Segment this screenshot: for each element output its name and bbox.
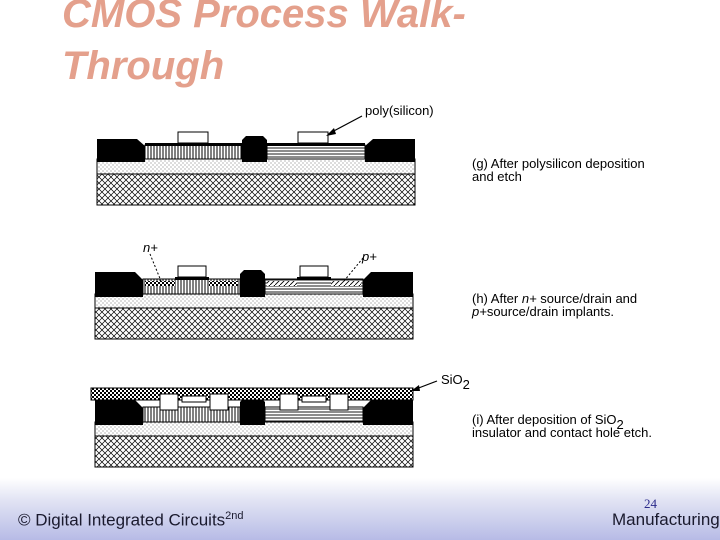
footer-copyright: © Digital Integrated Circuits2nd: [18, 510, 244, 530]
n-plus-label: n+: [143, 240, 158, 255]
p-plus-label: p+: [361, 249, 377, 264]
caption-i-line-1: (i) After deposition of SiO2: [472, 412, 624, 432]
panel-g-cross-section: [96, 131, 416, 206]
footer-band: © Digital Integrated Circuits2nd 24 Manu…: [0, 478, 720, 540]
n-plus-leader: [149, 253, 162, 282]
sio2-label-arrow: [411, 380, 438, 391]
slide-title: CMOS Process Walk- Through: [62, 0, 622, 92]
caption-g-line-1: (g) After polysilicon deposition: [472, 156, 645, 171]
footer-section: Manufacturing: [612, 510, 720, 529]
caption-i-line-2: insulator and contact hole etch.: [472, 425, 652, 440]
caption-h-line-1: (h) After n+ source/drain and: [472, 291, 637, 306]
edition-superscript: 2nd: [225, 510, 244, 522]
caption-h-line-2: p+source/drain implants.: [471, 304, 614, 319]
poly-label-arrow: [326, 115, 363, 136]
caption-g-line-2: and etch: [472, 169, 522, 184]
p-plus-leader: [343, 257, 364, 282]
panel-h-cross-section: [94, 265, 414, 340]
title-line-1: CMOS Process Walk-: [62, 0, 466, 36]
page-number: 24: [644, 496, 657, 511]
poly-label: poly(silicon): [365, 103, 434, 118]
panel-i-cross-section: [90, 387, 414, 468]
sio2-label: SiO2: [441, 372, 470, 392]
title-line-2: Through: [62, 44, 225, 88]
